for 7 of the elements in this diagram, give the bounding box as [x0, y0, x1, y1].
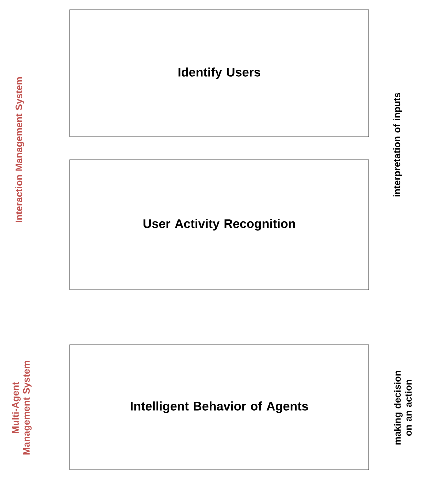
process-box: Identify Users [70, 10, 370, 138]
side-label: Multi-Agent Management System [12, 361, 32, 455]
process-box: Intelligent Behavior of Agents [70, 344, 370, 470]
side-label: Interaction Management System [16, 78, 24, 222]
side-label: interpretation of inputs [394, 93, 402, 197]
side-label: making decision on an action [394, 371, 412, 445]
process-box: User Activity Recognition [70, 160, 370, 290]
